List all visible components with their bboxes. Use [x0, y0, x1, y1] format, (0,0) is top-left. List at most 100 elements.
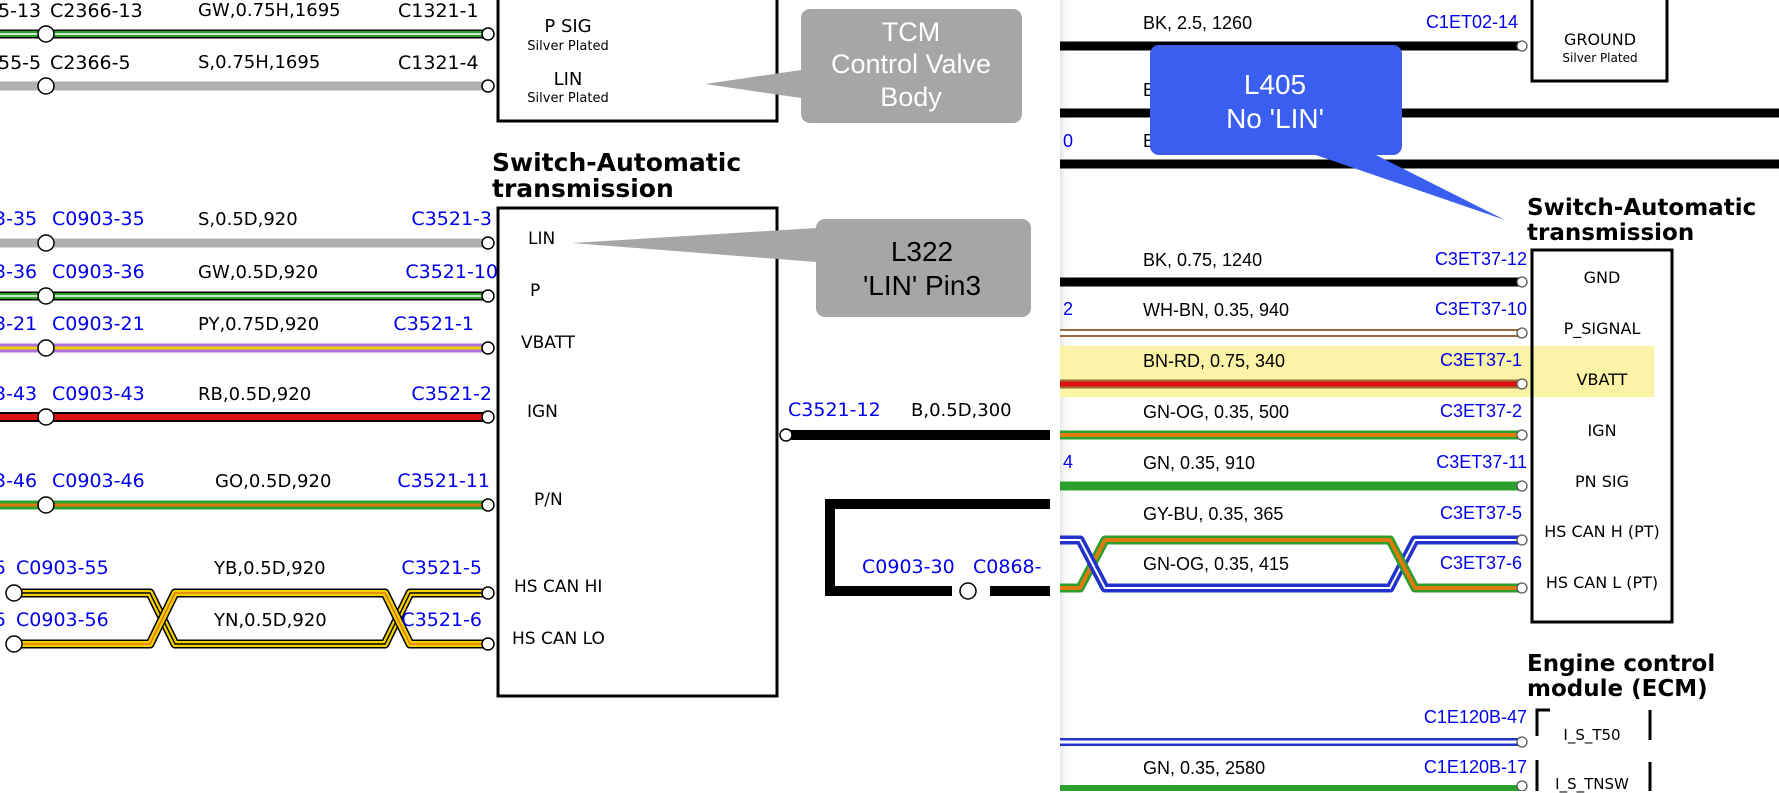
right-pin-canl: HS CAN L (PT) [1545, 573, 1659, 592]
ecm-pin-t50: I_S_T50 [1563, 726, 1621, 744]
wire-ign-conn-c: C3521-2 [411, 383, 492, 405]
wire-canh-spec: GY-BU, 0.35, 365 [1143, 504, 1284, 524]
callout-l405-shape [1150, 45, 1505, 220]
wire-lin-conn-b: C0903-35 [52, 208, 145, 230]
ecm-title: Engine control module (ECM) [1527, 652, 1715, 702]
ecm-pin-tnsw: I_S_TNSW [1555, 775, 1629, 793]
right-switch-title-line2: transmission [1527, 220, 1695, 246]
callout-tcm-line1: TCM [881, 17, 941, 47]
wire-top-green-spec: GW,0.75H,1695 [198, 0, 341, 21]
wire-ign-r-spec: GN-OG, 0.35, 500 [1143, 402, 1290, 422]
wire-psignal-spec: WH-BN, 0.35, 940 [1143, 300, 1290, 320]
left-pin-pn: P/N [534, 490, 563, 510]
left-pin-p: P [530, 281, 541, 301]
left-diagram-wires [0, 0, 1050, 698]
left-pin-canlo: HS CAN LO [512, 629, 605, 649]
right-switch-title-line1: Switch-Automatic [1527, 195, 1757, 221]
wire-ign-conn-a: 3-43 [0, 383, 38, 405]
callout-tcm-line2: Control Valve [830, 49, 992, 80]
wire-c0903-30-conn-b: C0868- [973, 556, 1042, 578]
wire-p-conn-b: C0903-36 [52, 261, 145, 283]
wire-pnsig-spec: GN, 0.35, 910 [1143, 453, 1256, 473]
wire-vbatt-conn-a: 3-21 [0, 313, 38, 335]
tcm-pin-psig: P SIG [544, 16, 592, 37]
callout-l405-line2: No 'LIN' [1226, 102, 1324, 134]
wire-c0903-30 [825, 499, 1050, 600]
callout-l322-shape [572, 219, 1031, 317]
partial-label-two: 2 [1063, 299, 1074, 319]
wire-c3521-12 [779, 428, 1050, 442]
right-switch-title: Switch-Automatic transmission [1527, 196, 1756, 246]
wire-c3521-12-spec: B,0.5D,300 [911, 400, 1012, 421]
partial-label-zero: 0 [1063, 131, 1074, 151]
callout-l322: L322 'LIN' Pin3 [863, 235, 981, 302]
wire-top-grey-conn-c: C1321-4 [398, 52, 479, 74]
wire-canlo-conn-b: C0903-56 [16, 609, 109, 631]
wire-lin-conn-c: C3521-3 [411, 208, 492, 230]
wire-canhi-conn-b: C0903-55 [16, 557, 109, 579]
right-pin-canh: HS CAN H (PT) [1544, 522, 1660, 541]
partial-label-four: 4 [1063, 452, 1074, 472]
wire-can-pair [10, 588, 488, 649]
wire-canhi-conn-c: C3521-5 [401, 557, 482, 579]
wire-ground-conn: C1ET02-14 [1425, 12, 1518, 32]
wire-top-grey-spec: S,0.75H,1695 [198, 52, 321, 73]
left-pin-canhi: HS CAN HI [514, 577, 603, 597]
wire-canl-spec: GN-OG, 0.35, 415 [1143, 554, 1290, 574]
ground-box [1530, 0, 1669, 83]
wire-vbatt-r-spec: BN-RD, 0.75, 340 [1143, 351, 1286, 371]
callout-l322-line1: L322 [890, 236, 954, 267]
callout-tcm-line3: Body [880, 81, 942, 112]
wire-pn-spec: GO,0.5D,920 [215, 471, 332, 492]
wire-gnd-conn: C3ET37-12 [1434, 249, 1527, 269]
callout-l405: L405 No 'LIN' [1226, 68, 1324, 135]
callout-tcm-shape [705, 9, 1022, 123]
wire-pn-conn-c: C3521-11 [397, 470, 490, 492]
tcm-pin-lin-sub: Silver Plated [527, 91, 609, 106]
wire-canh-conn: C3ET37-5 [1439, 503, 1522, 523]
ground-box-label: GROUND [1563, 30, 1637, 49]
left-pin-vbatt: VBATT [521, 333, 576, 353]
callout-l405-line1: L405 [1243, 69, 1307, 100]
wire-canl-conn: C3ET37-6 [1439, 553, 1522, 573]
wire-vbatt-conn-b: C0903-21 [52, 313, 145, 335]
callout-tcm: TCM Control Valve Body [831, 16, 991, 113]
switch-box [496, 206, 779, 698]
inline-connectors [5, 25, 55, 653]
wire-pn-conn-b: C0903-46 [52, 470, 145, 492]
ecm-box [1535, 708, 1652, 791]
tcm-box [496, 0, 779, 123]
wire-canhi-conn-a: 5 [0, 557, 7, 579]
wire-pn-conn-a: 3-46 [0, 470, 38, 492]
wire-top-grey-conn-a: 55-5 [0, 52, 42, 74]
left-pin-lin: LIN [528, 229, 556, 249]
wire-can-r [1060, 535, 1522, 593]
right-terminal-connectors [1516, 40, 1528, 791]
wire-ign-spec: RB,0.5D,920 [198, 384, 312, 405]
wire-canlo-conn-a: 5 [0, 609, 7, 631]
wire-top-green-conn-a: 5-13 [0, 0, 42, 22]
right-pin-pnsig: PN SIG [1575, 472, 1629, 491]
right-pin-vbatt: VBATT [1576, 370, 1628, 389]
wire-ecm-tnsw-conn: C1E120B-17 [1423, 757, 1527, 777]
wire-top-grey-conn-b: C2366-5 [50, 52, 131, 74]
wire-c0903-30-conn-a: C0903-30 [862, 556, 955, 578]
tcm-pin-lin: LIN [553, 69, 583, 90]
wire-pnsig-conn: C3ET37-11 [1436, 452, 1527, 472]
right-pin-ign: IGN [1587, 421, 1617, 440]
wire-p-spec: GW,0.5D,920 [198, 262, 319, 283]
wire-vbatt-conn-c: C3521-1 [393, 313, 474, 335]
wire-ign-conn-b: C0903-43 [52, 383, 145, 405]
tcm-pin-psig-sub: Silver Plated [527, 39, 609, 54]
terminal-connectors [481, 27, 495, 651]
left-switch-title: Switch-Automatic transmission [492, 150, 741, 202]
wire-ign-r-conn: C3ET37-2 [1439, 401, 1522, 421]
wire-ground-spec: BK, 2.5, 1260 [1143, 13, 1253, 33]
wire-ecm-tnsw-spec: GN, 0.35, 2580 [1143, 758, 1266, 778]
right-switch-box [1530, 248, 1674, 624]
wire-top-green-conn-c: C1321-1 [398, 0, 479, 22]
left-switch-title-line1: Switch-Automatic [492, 148, 742, 177]
wire-vbatt-spec: PY,0.75D,920 [198, 314, 320, 335]
